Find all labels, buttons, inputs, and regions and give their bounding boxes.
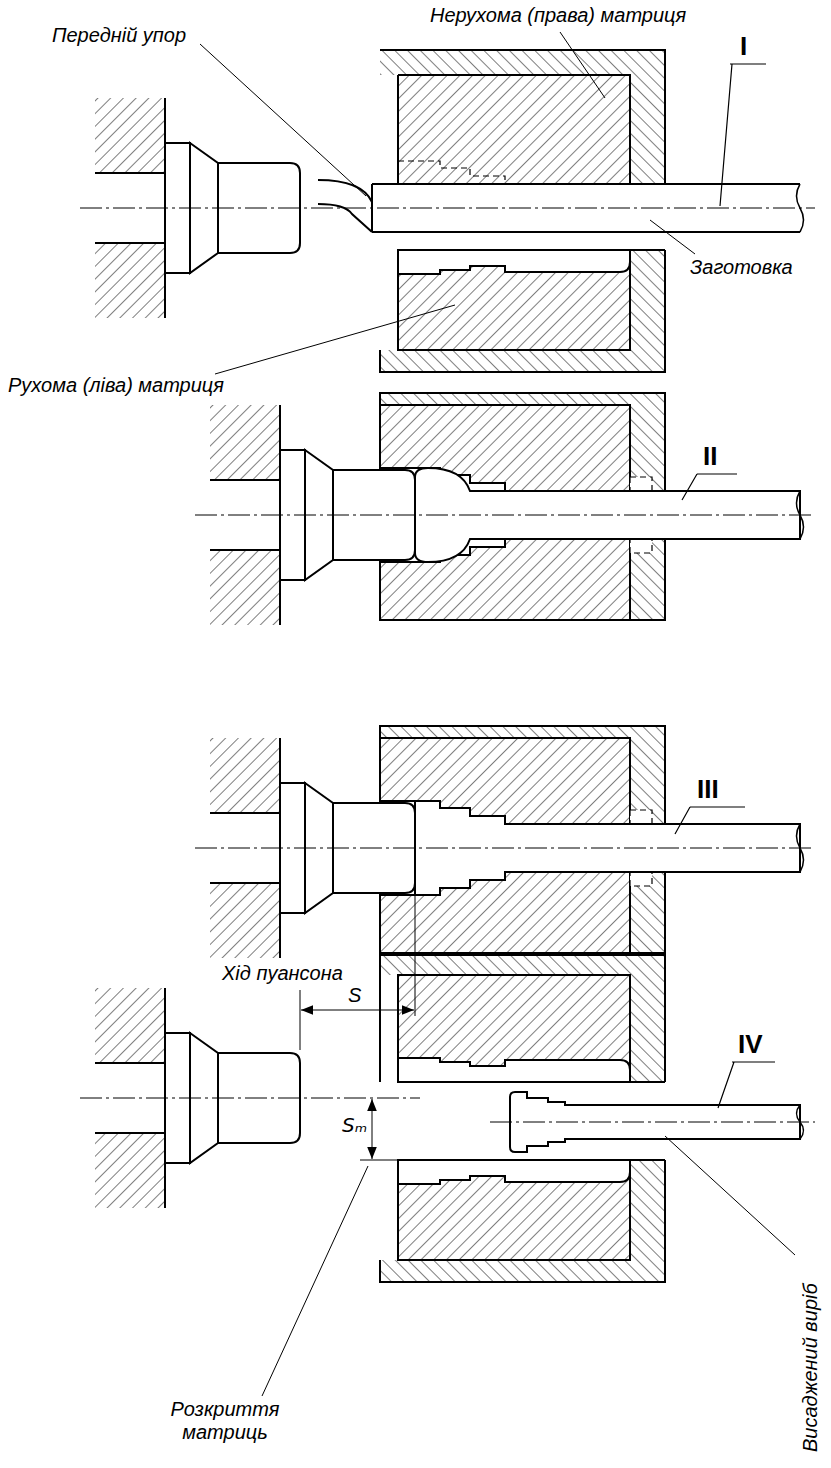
part-label: Передній упор bbox=[52, 24, 186, 47]
part-label: Висаджений виріб bbox=[799, 1283, 822, 1452]
stage-number: III bbox=[697, 775, 719, 805]
part-label: Нерухома (права) матриця bbox=[430, 4, 686, 27]
part-label: Рухома (ліва) матриця bbox=[8, 374, 224, 397]
part-label: Заготовка bbox=[690, 256, 793, 279]
dimension-label: S bbox=[348, 984, 361, 1007]
dimension-label: Sₘ bbox=[342, 1114, 367, 1137]
stage-number: I bbox=[740, 32, 747, 62]
dimension-note: Розкриття матриць bbox=[150, 1398, 300, 1444]
dimension-note: Хід пуансона bbox=[222, 962, 343, 985]
stage-number: IV bbox=[738, 1030, 763, 1060]
stage-number: II bbox=[703, 442, 717, 472]
